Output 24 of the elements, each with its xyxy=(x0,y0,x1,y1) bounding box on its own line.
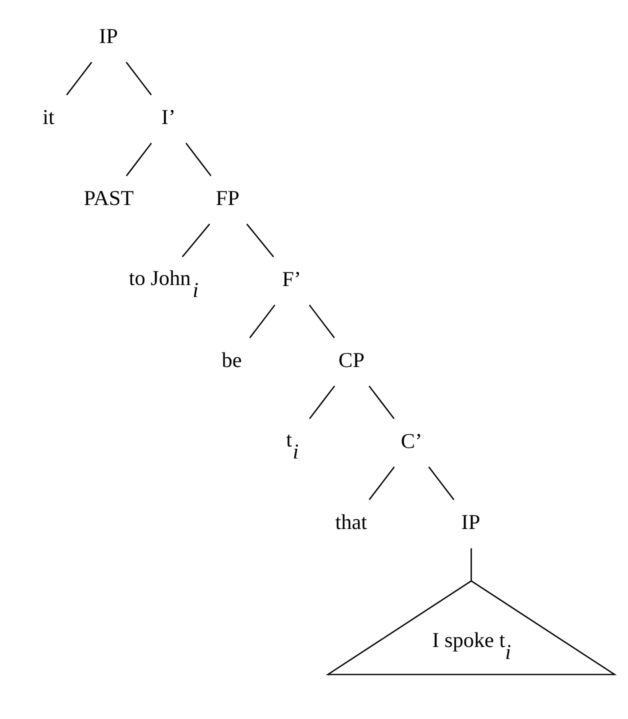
node-text: CP xyxy=(338,348,365,372)
connector xyxy=(428,466,454,500)
node-text: IP xyxy=(461,509,480,534)
node-text: FP xyxy=(216,186,240,210)
connector xyxy=(126,61,152,95)
node-text: I’ xyxy=(161,104,176,129)
node-text: be xyxy=(222,348,242,372)
connector xyxy=(368,466,395,500)
connector xyxy=(246,223,274,257)
node-text: that xyxy=(335,509,368,534)
connector xyxy=(185,142,212,176)
connector xyxy=(368,385,395,419)
connector xyxy=(182,223,210,257)
connector xyxy=(308,304,335,338)
connector xyxy=(249,304,276,338)
node-text: it xyxy=(42,104,54,129)
node-text: PAST xyxy=(84,186,134,210)
node-text: F’ xyxy=(282,266,302,291)
connector xyxy=(309,385,336,419)
connector xyxy=(470,548,472,580)
node-text: C’ xyxy=(400,428,422,452)
connector xyxy=(126,142,152,176)
node-text: IP xyxy=(99,24,118,48)
connector xyxy=(66,61,92,95)
